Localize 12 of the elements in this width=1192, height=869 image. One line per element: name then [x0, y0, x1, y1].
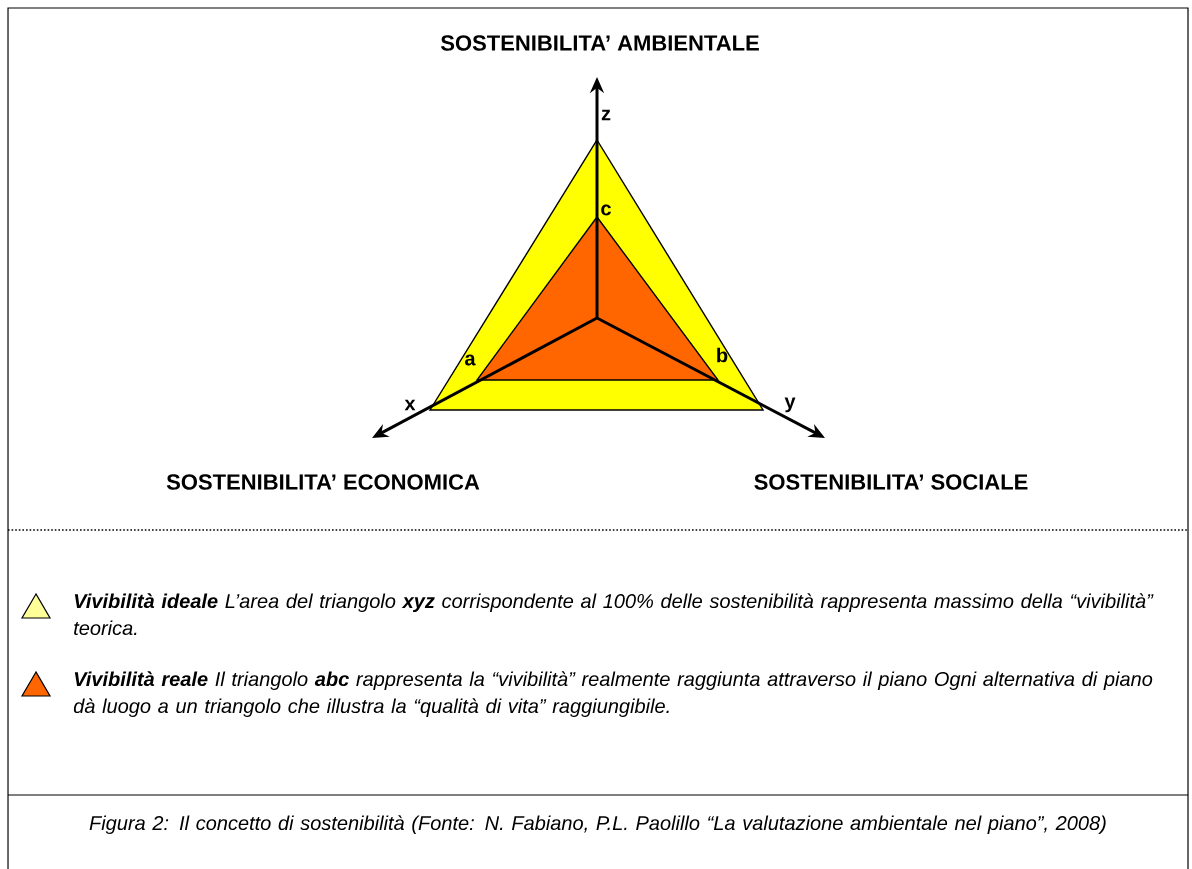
- vertex-label: c: [601, 204, 611, 216]
- vertex-label: x: [404, 399, 416, 411]
- vertex-label: a: [465, 354, 476, 366]
- vertex-label: b: [717, 347, 728, 363]
- axis-title: SOSTENIBILITA’ AMBIENTALE: [440, 35, 759, 51]
- legend-text: Vivibilità ideale L’area del triangolo xyz corrispondente al 100% delle sostenibilità rappresenta massimo della “vivibilità” teorica.: [74, 593, 1154, 636]
- vertex-label: z: [601, 109, 611, 121]
- vertex-label: y: [784, 397, 796, 413]
- axis-title: SOSTENIBILITA’ ECONOMICA: [166, 474, 480, 490]
- axis-title: SOSTENIBILITA’ SOCIALE: [754, 474, 1028, 490]
- legend-text: Vivibilità reale Il triangolo abc rappresenta la “vivibilità” realmente raggiunta attraverso il piano Ogni alternativa di piano dà luogo a un triangolo che illustra la “qualità di vita” raggiungibile.: [73, 671, 1153, 718]
- caption: Figura 2: Il concetto di sostenibilità (Fonte: N. Fabiano, P.L. Paolillo “La valutazione ambientale nel piano”, 2008): [89, 815, 1106, 835]
